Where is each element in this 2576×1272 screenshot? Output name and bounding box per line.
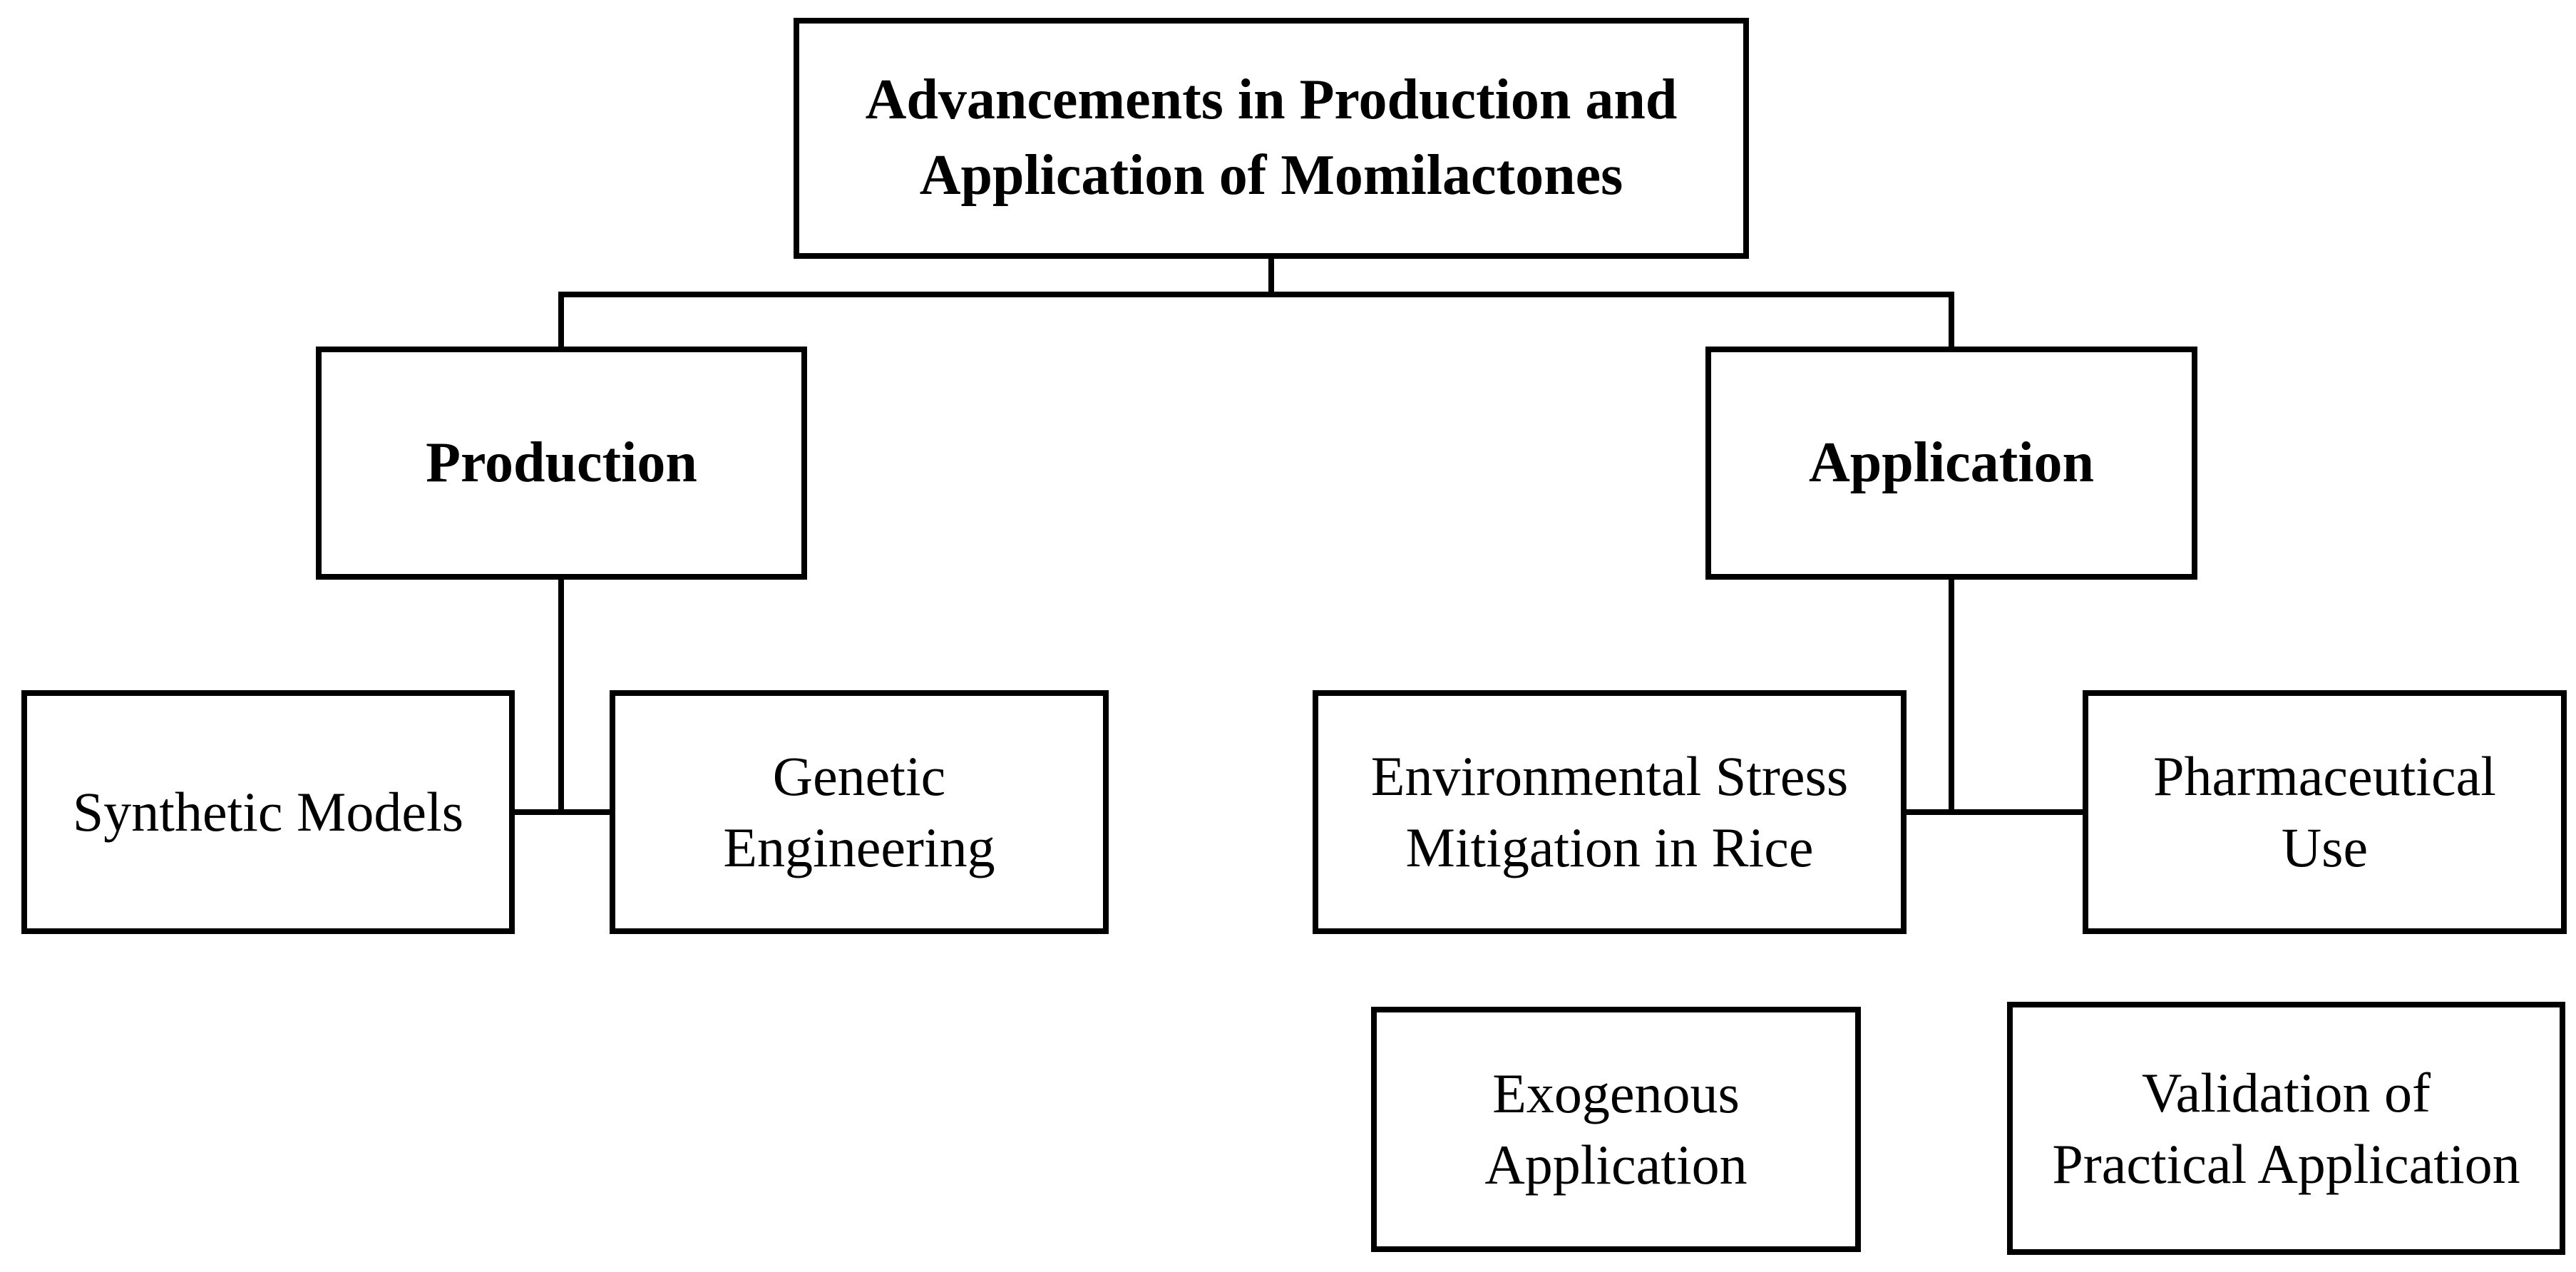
node-pharmaceutical-use-line-2: Use [2281, 816, 2369, 878]
node-validation-practical-application: Validation of Practical Application [2007, 1002, 2565, 1255]
node-genetic-engineering-line-1: Genetic [772, 745, 946, 808]
node-validation-line-1: Validation of [2141, 1061, 2431, 1124]
node-genetic-engineering-line-2: Engineering [723, 816, 995, 878]
node-synthetic-models-label: Synthetic Models [72, 781, 464, 843]
node-root-line-1: Advancements in Production and [865, 68, 1678, 132]
node-application-label: Application [1808, 431, 2095, 494]
node-validation-line-2: Practical Application [2052, 1132, 2520, 1195]
node-exogenous-application: Exogenous Application [1371, 1007, 1861, 1252]
node-environmental-stress-line-2: Mitigation in Rice [1405, 816, 1814, 878]
connector-root-stem [1268, 259, 1274, 297]
connector-drop-to-production [558, 292, 564, 347]
node-root-line-2: Application of Momilactones [919, 144, 1623, 207]
node-production-label: Production [426, 431, 697, 494]
node-environmental-stress-line-1: Environmental Stress [1370, 745, 1849, 808]
connector-application-stem [1949, 580, 1954, 815]
node-pharmaceutical-use-line-1: Pharmaceutical [2153, 745, 2496, 808]
node-environmental-stress: Environmental Stress Mitigation in Rice [1313, 690, 1907, 934]
node-production: Production [316, 347, 807, 580]
connector-application-children-stub [1907, 809, 2083, 815]
node-application: Application [1705, 347, 2197, 580]
node-root-title: Advancements in Production and Applicati… [794, 18, 1749, 259]
connector-production-children-stub [515, 809, 610, 815]
node-genetic-engineering: Genetic Engineering [610, 690, 1109, 934]
node-exogenous-application-line-1: Exogenous [1492, 1062, 1740, 1125]
node-exogenous-application-line-2: Application [1484, 1134, 1748, 1196]
node-pharmaceutical-use: Pharmaceutical Use [2083, 690, 2567, 934]
connector-drop-to-application [1949, 292, 1954, 347]
connector-main-horizontal [558, 292, 1954, 297]
node-synthetic-models: Synthetic Models [21, 690, 515, 934]
connector-production-stem [558, 580, 564, 815]
